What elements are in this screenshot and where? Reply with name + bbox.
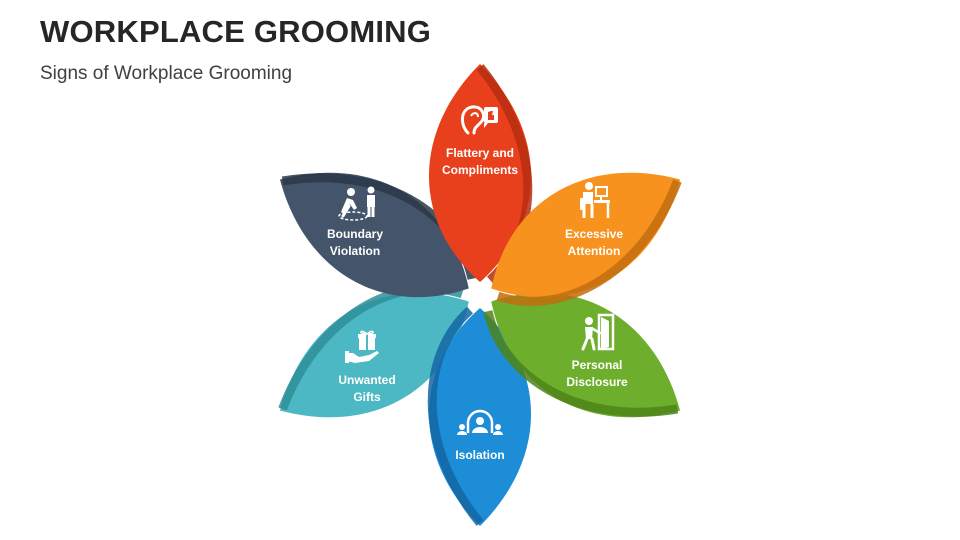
petal-label-attention: Excessive Attention xyxy=(564,227,624,258)
person-at-door-icon xyxy=(581,313,615,351)
isolated-person-icon xyxy=(457,409,503,435)
boundary-crossing-icon xyxy=(338,186,375,221)
petal-label-disclosure: Personal Disclosure xyxy=(566,358,628,389)
petal-disclosure xyxy=(465,257,706,455)
petal-label-flattery: Flattery and Compliments xyxy=(441,146,518,177)
page-subtitle: Signs of Workplace Grooming xyxy=(40,63,293,84)
petal-label-boundary: Boundary Violation xyxy=(326,227,383,258)
petal-attention xyxy=(465,135,706,333)
gift-in-hand-icon xyxy=(345,330,379,363)
petal-isolation xyxy=(427,306,531,526)
ear-thumbs-up-icon xyxy=(461,105,498,135)
person-at-desk-icon xyxy=(580,182,610,218)
page-title: WORKPLACE GROOMING xyxy=(40,14,432,49)
petal-label-gifts: Unwanted Gifts xyxy=(338,373,396,404)
petal-label-isolation: Isolation xyxy=(455,448,505,462)
